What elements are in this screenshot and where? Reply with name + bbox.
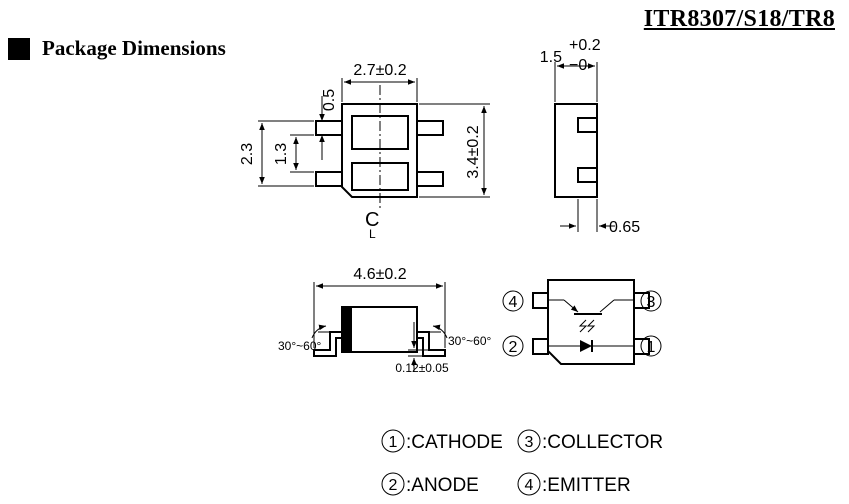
pin-4-marker <box>502 290 524 312</box>
legend-num-2: 2 <box>389 477 398 494</box>
side-view-lead-upper <box>577 117 598 133</box>
centerline-subscript: L <box>369 227 376 241</box>
legend-label-1: :CATHODE <box>406 432 503 453</box>
legend-item-4: 4 :EMITTER <box>517 472 631 496</box>
legend-item-2: 2 :ANODE <box>381 472 479 496</box>
pin-3-label: 3 <box>647 294 656 311</box>
dim-body-length: 3.4±0.2 <box>465 125 482 178</box>
dim-pitch-outer: 2.3 <box>239 143 256 165</box>
schematic-view: 4 3 2 1 <box>502 279 662 365</box>
legend-label-2: :ANODE <box>406 475 479 496</box>
section-header: Package Dimensions <box>8 36 226 61</box>
legend-num-3: 3 <box>525 434 534 451</box>
dim-angle-right: 30°~60° <box>448 334 492 348</box>
top-view: 2.7±0.2 0.5 2.3 1.3 3.4±0.2 C L <box>239 62 490 241</box>
pin-1-label: 1 <box>647 339 656 356</box>
front-lead-right <box>417 331 446 357</box>
dim-lead-width: 0.5 <box>321 89 338 111</box>
pin-3-marker <box>640 290 662 312</box>
legend-item-3: 3 :COLLECTOR <box>517 429 663 453</box>
section-title: Package Dimensions <box>42 36 226 60</box>
lead-right-lower <box>416 171 444 187</box>
side-view-lead-lower <box>577 167 598 183</box>
dim-angle-left: 30°~60° <box>278 339 322 353</box>
model-number-title: ITR8307/S18/TR8 <box>643 6 835 32</box>
dim-height-tol-plus: +0.2 <box>569 37 601 54</box>
front-view-body <box>341 306 418 353</box>
lead-left-lower <box>315 171 343 187</box>
lead-right-upper <box>416 120 444 136</box>
front-view-mark-band <box>342 307 352 352</box>
front-view: 4.6±0.2 30°~60° 30°~60° 0.12±0.05 <box>278 266 492 375</box>
lead-left-upper <box>315 120 343 136</box>
section-bullet-square <box>8 37 30 60</box>
dim-total-length: 4.6±0.2 <box>353 266 406 283</box>
led-triangle <box>580 340 592 352</box>
dim-height-tol-minus: −0 <box>569 57 587 74</box>
dim-top-width: 2.7±0.2 <box>353 62 406 79</box>
centerline-symbol: C <box>365 209 379 231</box>
side-view: 1.5 +0.2 −0 0.65 <box>540 37 640 236</box>
front-lead-left <box>313 331 342 357</box>
side-view-body <box>554 103 598 198</box>
schematic-pad-2 <box>532 338 549 355</box>
dim-lead-thickness: 0.12±0.05 <box>395 361 449 375</box>
legend-label-3: :COLLECTOR <box>542 432 663 453</box>
pin-legend: 1 :CATHODE 3 :COLLECTOR 2 :ANODE 4 :EMIT… <box>381 429 663 496</box>
legend-num-1: 1 <box>389 434 398 451</box>
pin-4-label: 4 <box>509 294 518 311</box>
legend-item-1: 1 :CATHODE <box>381 429 503 453</box>
pin-2-label: 2 <box>509 339 518 356</box>
dim-pitch-inner: 1.3 <box>273 143 290 165</box>
schematic-pad-4 <box>532 292 549 309</box>
pin-2-marker <box>502 335 524 357</box>
dim-standoff: 0.65 <box>609 219 640 236</box>
dim-height-main: 1.5 <box>540 49 562 66</box>
legend-label-4: :EMITTER <box>542 475 631 496</box>
legend-num-4: 4 <box>525 477 534 494</box>
pin-1-marker <box>640 335 662 357</box>
